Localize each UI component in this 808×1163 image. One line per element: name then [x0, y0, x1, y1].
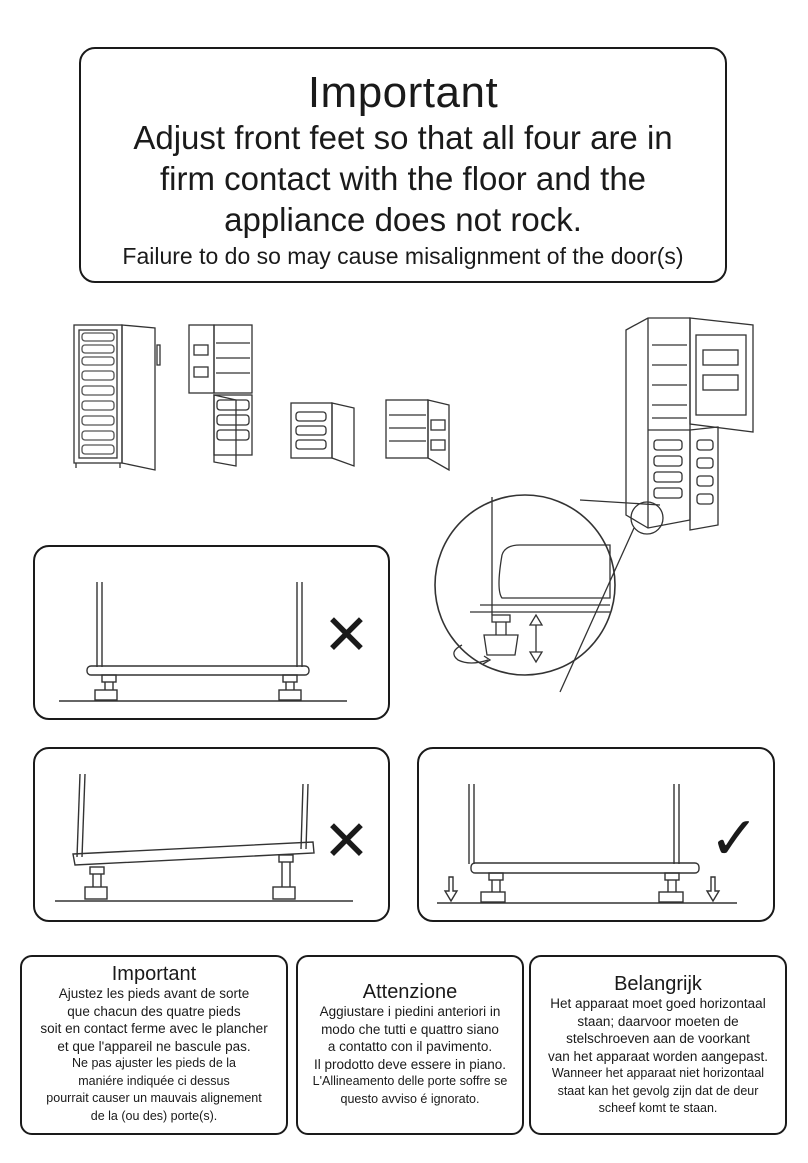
- panel-correct: ✓: [417, 747, 775, 922]
- note-line: Ajustez les pieds avant de sorte: [58, 986, 250, 1001]
- note-line: maniére indiquée ci dessus: [78, 1073, 230, 1088]
- note-line: Il prodotto deve essere in piano.: [313, 1056, 507, 1072]
- note-title-dutch: Belangrijk: [614, 973, 702, 995]
- note-line: Het apparaat moet goed horizontaal: [550, 996, 766, 1011]
- notice-line-2: firm contact with the floor and the: [159, 160, 647, 197]
- important-notice-box: Important Adjust front feet so that all …: [79, 47, 727, 283]
- notice-note: Failure to do so may cause misalignment …: [122, 243, 684, 269]
- note-line: staat kan het gevolg zijn dat de deur: [557, 1083, 759, 1098]
- note-line: stelschroeven aan de voorkant: [566, 1031, 750, 1046]
- magnifier-illustration: [434, 494, 664, 693]
- note-line: questo avviso é ignorato.: [340, 1091, 480, 1106]
- note-line: a contatto con il pavimento.: [327, 1039, 493, 1054]
- note-line: Ne pas ajuster les pieds de la: [72, 1056, 236, 1070]
- note-box-italian: Attenzione Aggiustare i piedini anterior…: [296, 955, 524, 1135]
- note-line: que chacun des quatre pieds: [67, 1003, 241, 1019]
- note-line: pourrait causer un mauvais alignement: [46, 1091, 262, 1105]
- notice-title: Important: [307, 68, 499, 117]
- note-title-italian: Attenzione: [362, 981, 458, 1003]
- note-line: Aggiustare i piedini anteriori in: [319, 1004, 501, 1019]
- note-box-french: Important Ajustez les pieds avant de sor…: [20, 955, 288, 1135]
- note-line: et que l'appareil ne bascule pas.: [57, 1038, 251, 1054]
- note-title-french: Important: [111, 963, 197, 985]
- note-line: modo che tutti e quattro siano: [321, 1021, 499, 1037]
- large-fridge-freezer-illustration: [625, 317, 754, 531]
- fridge-freezer-illustration: [188, 324, 253, 467]
- note-line: L'Allineamento delle porte soffre se: [312, 1074, 508, 1088]
- panel-wrong-too-high: ✕: [33, 545, 390, 720]
- tall-freezer-illustration: [73, 324, 161, 471]
- notice-line-3: appliance does not rock.: [224, 201, 582, 238]
- note-line: scheef komt te staan.: [598, 1101, 718, 1115]
- correct-mark: ✓: [709, 805, 760, 872]
- undercounter-freezer-illustration: [290, 402, 355, 467]
- panel-wrong-tilted: ✕: [33, 747, 390, 922]
- panel-wrong-too-high-drawing: [59, 582, 347, 702]
- note-line: Wanneer het apparaat niet horizontaal: [551, 1066, 765, 1080]
- wrong-mark-1: ✕: [323, 603, 370, 666]
- note-line: de la (ou des) porte(s).: [90, 1108, 218, 1123]
- note-box-dutch: Belangrijk Het apparaat moet goed horizo…: [529, 955, 787, 1135]
- notice-line-1: Adjust front feet so that all four are i…: [133, 119, 673, 156]
- note-line: staan; daarvoor moeten de: [577, 1013, 739, 1029]
- undercounter-fridge-illustration: [385, 399, 450, 472]
- note-line: soit en contact ferme avec le plancher: [40, 1021, 268, 1036]
- panel-wrong-tilted-drawing: [55, 773, 353, 902]
- note-line: van het apparaat worden aangepast.: [548, 1048, 768, 1064]
- wrong-mark-2: ✕: [323, 809, 370, 872]
- panel-correct-drawing: [437, 784, 737, 904]
